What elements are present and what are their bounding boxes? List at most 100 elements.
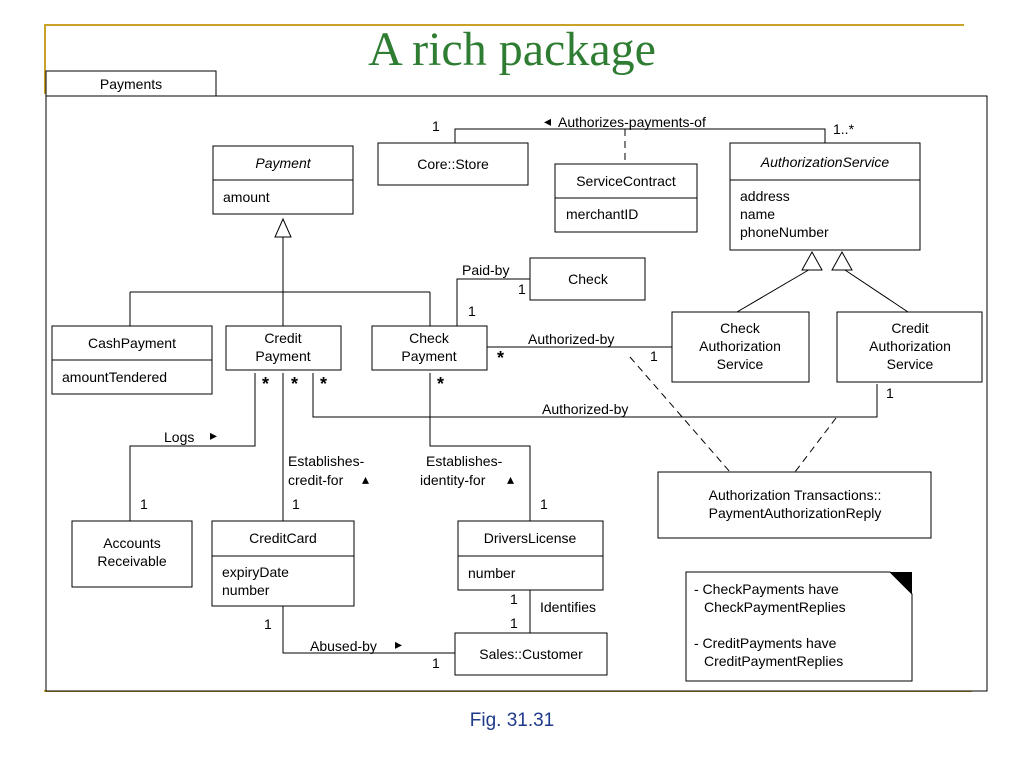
multiplicity: * bbox=[320, 374, 327, 394]
attribute: merchantID bbox=[566, 206, 638, 222]
authorizes-payments-of-label: Authorizes-payments-of bbox=[558, 114, 706, 130]
attribute: expiryDate bbox=[222, 564, 289, 580]
multiplicity: 1 bbox=[264, 616, 272, 632]
figure-caption: Fig. 31.31 bbox=[469, 710, 555, 731]
class-name-line: PaymentAuthorizationReply bbox=[709, 505, 882, 521]
left-gold-rule bbox=[44, 24, 46, 94]
authorizes-payments-of-line bbox=[454, 128, 826, 143]
establishes-identity-for-line bbox=[429, 373, 531, 521]
class-service-contract: ServiceContract merchantID bbox=[554, 163, 698, 233]
class-payment: Payment amount bbox=[212, 145, 354, 215]
class-name: Core::Store bbox=[417, 156, 489, 172]
payment-generalization-arrow bbox=[274, 217, 292, 238]
note-corner-fold bbox=[890, 572, 912, 594]
multiplicity: * bbox=[437, 374, 444, 394]
paid-by-line bbox=[456, 278, 530, 326]
establishes-identity-for-label: Establishes- bbox=[426, 453, 503, 469]
class-name-line: Check bbox=[409, 330, 450, 346]
multiplicity: 1 bbox=[140, 496, 148, 512]
establishes-credit-for-label: Establishes- bbox=[288, 453, 365, 469]
note-line: - CreditPayments have bbox=[694, 635, 837, 651]
class-name-line: Authorization bbox=[699, 338, 781, 354]
class-name-line: Authorization bbox=[869, 338, 951, 354]
paid-by-label: Paid-by bbox=[462, 262, 509, 278]
class-authorization-reply: Authorization Transactions:: PaymentAuth… bbox=[657, 471, 932, 539]
class-credit-card: CreditCard expiryDate number bbox=[211, 520, 355, 607]
package-name: Payments bbox=[100, 76, 162, 92]
class-name-line: Credit bbox=[264, 330, 301, 346]
class-name-line: Service bbox=[887, 356, 934, 372]
logs-label: Logs bbox=[164, 429, 194, 445]
note-line: CheckPaymentReplies bbox=[704, 599, 846, 615]
establishes-credit-arrow: ▴ bbox=[362, 471, 369, 487]
multiplicity: 1 bbox=[510, 615, 518, 631]
establishes-identity-for-label: identity-for bbox=[420, 472, 486, 488]
logs-line bbox=[129, 373, 256, 521]
attribute: phoneNumber bbox=[740, 224, 829, 240]
multiplicity: 1 bbox=[540, 496, 548, 512]
authorized-by-credit-label: Authorized-by bbox=[542, 401, 628, 417]
attribute: name bbox=[740, 206, 775, 222]
class-name-line: Payment bbox=[401, 348, 456, 364]
authorized-by-check-label: Authorized-by bbox=[528, 331, 614, 347]
auth-generalization-arrow-right bbox=[831, 250, 853, 271]
top-gold-rule bbox=[44, 24, 964, 26]
identifies-label: Identifies bbox=[540, 599, 596, 615]
multiplicity: * bbox=[291, 374, 298, 394]
authorized-by-credit-line bbox=[312, 373, 878, 418]
multiplicity: 1 bbox=[510, 591, 518, 607]
class-name-line: Credit bbox=[891, 320, 928, 336]
class-drivers-license: DriversLicense number bbox=[457, 520, 604, 591]
multiplicity: 1 bbox=[292, 496, 300, 512]
multiplicity: 1 bbox=[518, 281, 526, 297]
class-name-line: Service bbox=[717, 356, 764, 372]
multiplicity: * bbox=[262, 374, 269, 394]
attribute: number bbox=[468, 565, 516, 581]
authorizes-arrow: ◂ bbox=[544, 113, 551, 129]
attribute: amount bbox=[223, 189, 270, 205]
class-name: Sales::Customer bbox=[479, 646, 583, 662]
class-check: Check bbox=[529, 257, 646, 301]
multiplicity: * bbox=[497, 348, 504, 368]
establishes-credit-for-label: credit-for bbox=[288, 472, 344, 488]
class-accounts-receivable: Accounts Receivable bbox=[71, 520, 193, 588]
class-authorization-service: AuthorizationService address name phoneN… bbox=[729, 142, 921, 251]
class-name: DriversLicense bbox=[484, 530, 577, 546]
abused-by-label: Abused-by bbox=[310, 638, 377, 654]
slide-title: A rich package bbox=[368, 23, 656, 76]
abused-by-arrow: ▸ bbox=[395, 636, 402, 652]
class-name-line: Payment bbox=[255, 348, 310, 364]
class-name: AuthorizationService bbox=[760, 154, 890, 170]
class-core-store: Core::Store bbox=[377, 142, 529, 186]
class-name-line: Accounts bbox=[103, 535, 161, 551]
class-credit-payment: Credit Payment bbox=[225, 325, 342, 371]
note-line: - CheckPayments have bbox=[694, 581, 839, 597]
check-auth-generalization-line bbox=[736, 267, 813, 313]
class-name: ServiceContract bbox=[576, 173, 676, 189]
multiplicity: 1 bbox=[886, 385, 894, 401]
class-name: CreditCard bbox=[249, 530, 317, 546]
multiplicity: 1..* bbox=[833, 121, 855, 137]
class-name: Check bbox=[568, 271, 609, 287]
multiplicity: 1 bbox=[468, 303, 476, 319]
multiplicity: 1 bbox=[650, 348, 658, 364]
attribute: number bbox=[222, 582, 270, 598]
class-check-authorization-service: Check Authorization Service bbox=[671, 311, 810, 383]
class-name-line: Check bbox=[720, 320, 761, 336]
class-name: CashPayment bbox=[88, 335, 176, 351]
multiplicity: 1 bbox=[432, 118, 440, 134]
class-cash-payment: CashPayment amountTendered bbox=[51, 325, 213, 395]
class-name-line: Receivable bbox=[97, 553, 166, 569]
constraint-note: - CheckPayments have CheckPaymentReplies… bbox=[685, 571, 913, 682]
auth-reply-check-link bbox=[629, 356, 731, 473]
class-credit-authorization-service: Credit Authorization Service bbox=[836, 311, 983, 383]
logs-arrow: ▸ bbox=[210, 427, 217, 443]
class-name: Payment bbox=[255, 155, 311, 171]
multiplicity: 1 bbox=[432, 655, 440, 671]
class-name-line: Authorization Transactions:: bbox=[709, 487, 882, 503]
attribute: amountTendered bbox=[62, 369, 167, 385]
credit-auth-generalization-line bbox=[841, 267, 909, 313]
establishes-identity-arrow: ▴ bbox=[507, 471, 514, 487]
class-sales-customer: Sales::Customer bbox=[454, 632, 608, 676]
